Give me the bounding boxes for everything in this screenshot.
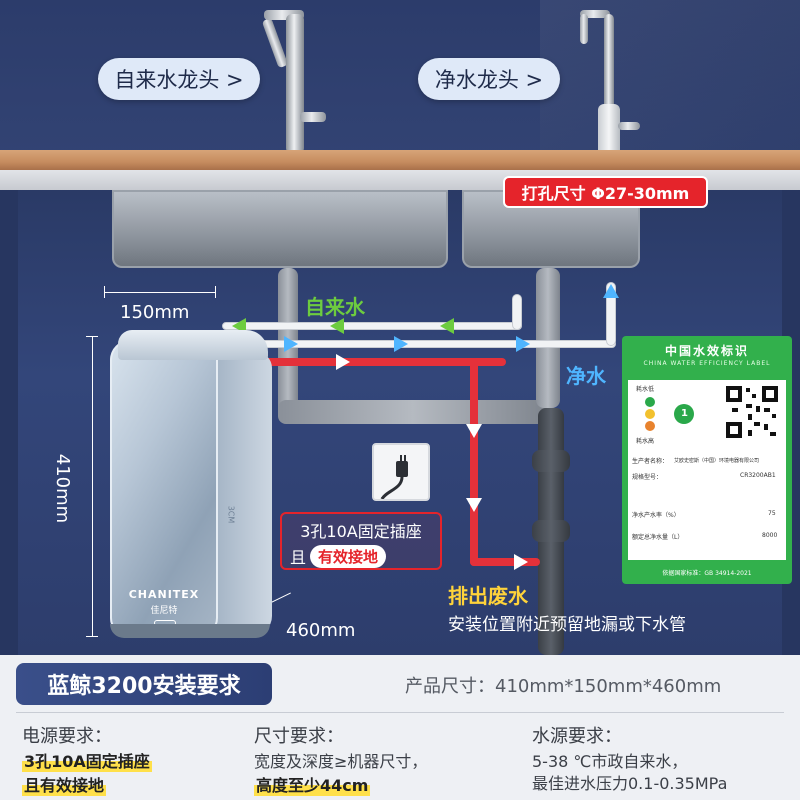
tap-arrow-2 <box>330 318 344 334</box>
waste-water-tube-drain <box>470 558 540 566</box>
width-dim-tick-right <box>215 286 216 298</box>
tap-faucet-body <box>286 14 304 154</box>
size-highlight: 高度至少44cm <box>254 772 371 796</box>
efficiency-grade-icon <box>645 397 694 431</box>
efficiency-panel: 耗水低 1 耗水高 生产者名称： 艾欧史密斯 <box>628 380 786 560</box>
pure-arrow-1 <box>284 336 298 352</box>
water-line-1: 5-38 ℃市政自来水， <box>532 752 688 771</box>
pure-water-tube-riser <box>606 282 616 346</box>
hole-size-badge: 打孔尺寸 Φ27-30mm <box>503 176 708 208</box>
size-title: 尺寸要求： <box>254 726 344 747</box>
water-title: 水源要求： <box>532 726 622 747</box>
efficiency-subtitle: CHINA WATER EFFICIENCY LABEL <box>643 360 771 367</box>
rate-value: 75 <box>768 510 776 517</box>
tap-water-tube-riser <box>512 294 522 330</box>
height-dim-line <box>92 336 93 636</box>
waste-water-tube <box>222 358 506 366</box>
socket-requirement-badge: 3孔10A固定插座 且 有效接地 <box>280 512 442 570</box>
installation-scene: 自来水龙头 > 净水龙头 > 打孔尺寸 Φ27-30mm <box>0 0 800 655</box>
height-dim-tick-top <box>86 336 98 337</box>
sink-left <box>112 190 448 268</box>
wall-outlet <box>372 443 430 501</box>
height-dim-tick-bottom <box>86 636 98 637</box>
hole-size-text: 打孔尺寸 Φ27-30mm <box>521 184 690 203</box>
efficiency-grade: 1 <box>681 408 688 419</box>
waste-water-tube-down <box>470 358 478 566</box>
rate-key: 净水产水率（%） <box>632 512 680 519</box>
purifier-brand-cn: 佳尼特 <box>150 606 178 616</box>
drain-pipe-joint <box>532 450 570 472</box>
pure-faucet-label: 净水龙头 > <box>434 68 544 92</box>
depth-dim-text: 460mm <box>286 620 356 641</box>
model-title-tag: 蓝鲸3200安装要求 <box>16 663 272 705</box>
efficiency-title: 中国水效标识 <box>664 344 749 358</box>
tap-faucet-label: 自来水龙头 > <box>114 68 244 92</box>
height-dim-text: 410mm <box>52 453 74 524</box>
qr-code-icon <box>724 384 780 440</box>
drain-note: 安装位置附近预留地漏或下水管 <box>448 615 686 635</box>
pure-arrow-up <box>603 284 619 298</box>
socket-line-1: 3孔10A固定插座 <box>300 522 422 541</box>
waste-arrow-down-2 <box>466 498 482 512</box>
pure-faucet-pill[interactable]: 净水龙头 > <box>418 58 560 100</box>
power-highlight-1: 3孔10A固定插座 <box>22 748 152 772</box>
purifier-side <box>208 352 272 636</box>
tap-faucet-handle <box>300 112 326 122</box>
pure-faucet-neck <box>580 14 588 44</box>
model-value: CR3200AB1 <box>740 472 776 479</box>
efficiency-low: 耗水低 <box>636 386 655 393</box>
size-line: 宽度及深度≥机器尺寸， <box>254 752 428 771</box>
purifier-brand: CHANITEX <box>128 588 200 601</box>
socket-emphasis: 有效接地 <box>310 544 387 568</box>
efficiency-standard: 依据国家标准：GB 34914-2021 <box>662 570 752 577</box>
drain-pipe-horizontal <box>278 400 548 424</box>
purifier-side-print: 3CM <box>226 505 236 524</box>
socket-prefix: 且 <box>290 548 307 567</box>
product-size: 产品尺寸：410mm*150mm*460mm <box>405 676 722 697</box>
model-key: 规格型号： <box>632 474 663 481</box>
waste-water-label: 排出废水 <box>448 584 528 608</box>
pure-faucet-lever <box>618 122 640 130</box>
purifier-base <box>110 624 270 638</box>
purifier-front <box>110 340 218 638</box>
pure-arrow-2 <box>394 336 408 352</box>
purifier-top <box>118 330 268 360</box>
producer-value: 艾欧史密斯（中国）环境电器有限公司 <box>674 458 760 464</box>
drain-pipe-right <box>536 268 560 408</box>
volume-value: 8000 <box>762 532 778 539</box>
width-dim-tick-left <box>104 286 105 298</box>
water-purifier: CHANITEX 佳尼特 3CM <box>110 330 272 638</box>
drain-pipe-joint-2 <box>532 520 570 542</box>
section-divider <box>16 712 784 713</box>
water-line-2: 最佳进水压力0.1-0.35MPa <box>532 774 728 793</box>
efficiency-high: 耗水高 <box>636 438 655 445</box>
pure-faucet-body <box>604 14 614 118</box>
pure-faucet-arc <box>580 10 610 18</box>
waste-arrow-down-1 <box>466 424 482 438</box>
waste-arrow-right <box>514 554 528 570</box>
model-title: 蓝鲸3200安装要求 <box>47 674 241 699</box>
pure-arrow-3 <box>516 336 530 352</box>
cabinet-frame-left <box>0 190 18 655</box>
power-title: 电源要求： <box>22 726 112 747</box>
width-dim-text: 150mm <box>120 302 190 323</box>
pure-water-label: 净水 <box>566 364 606 388</box>
water-efficiency-label: 中国水效标识 CHINA WATER EFFICIENCY LABEL 耗水低 … <box>622 336 792 584</box>
width-dim-line <box>104 292 216 293</box>
tap-faucet-pill[interactable]: 自来水龙头 > <box>98 58 260 100</box>
volume-key: 额定总净水量（L） <box>632 534 684 541</box>
power-highlight-2: 且有效接地 <box>22 772 107 796</box>
pure-faucet-display <box>598 104 620 156</box>
socket-line-2: 且 有效接地 <box>290 544 387 568</box>
waste-arrow-1 <box>336 354 350 370</box>
tap-arrow-3 <box>440 318 454 334</box>
plug-icon <box>380 455 408 499</box>
producer-key: 生产者名称： <box>632 458 669 465</box>
tap-water-label: 自来水 <box>305 295 365 319</box>
countertop <box>0 150 800 170</box>
tap-faucet-arc <box>264 10 304 20</box>
